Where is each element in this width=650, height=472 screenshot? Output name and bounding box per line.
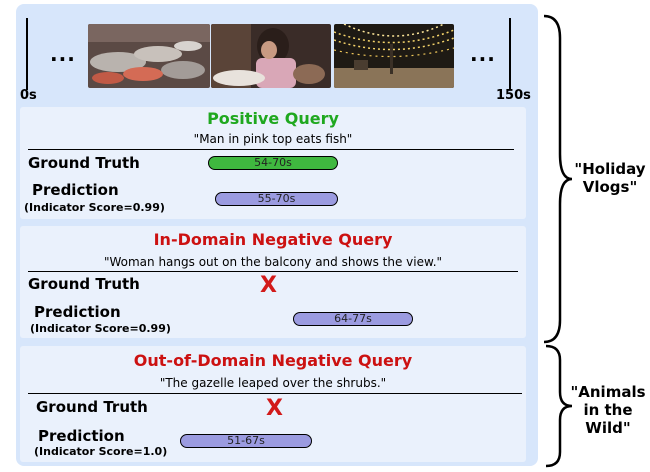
positive-query-title: Positive Query: [207, 109, 339, 128]
indicator-score-label: (Indicator Score=0.99): [30, 322, 171, 335]
divider: [28, 149, 514, 150]
no-ground-truth-x-icon: X: [260, 273, 277, 298]
timeline-ellipsis-right: ...: [470, 42, 496, 66]
holiday-vlogs-brace: [543, 14, 573, 344]
ground-truth-label: Ground Truth: [28, 154, 140, 172]
person-eating-frame: [211, 24, 331, 88]
divider: [28, 271, 518, 272]
timeline-ellipsis-left: ...: [50, 42, 76, 66]
prediction-label: Prediction: [32, 181, 119, 199]
divider: [28, 393, 522, 394]
timeline-end-label: 150s: [496, 88, 531, 103]
positive-query-section: Positive Query "Man in pink top eats fis…: [20, 107, 526, 219]
indicator-score-label: (Indicator Score=1.0): [34, 445, 168, 458]
string-lights-frame: [334, 24, 454, 88]
in-domain-negative-title: In-Domain Negative Query: [153, 230, 393, 249]
prediction-segment: 64-77s: [293, 312, 413, 326]
out-of-domain-negative-title: Out-of-Domain Negative Query: [133, 351, 413, 370]
seafood-market-frame: [88, 24, 210, 88]
positive-query-text: "Man in pink top eats fish": [193, 132, 353, 146]
animals-in-the-wild-label: "Animals in the Wild": [570, 383, 646, 437]
out-of-domain-negative-section: Out-of-Domain Negative Query "The gazell…: [20, 346, 526, 462]
prediction-segment: 55-70s: [215, 192, 338, 206]
no-ground-truth-x-icon: X: [266, 396, 283, 421]
prediction-segment: 51-67s: [180, 434, 312, 448]
holiday-vlogs-label: "Holiday Vlogs": [574, 160, 646, 196]
timeline-end-marker: [509, 18, 511, 90]
ground-truth-label: Ground Truth: [36, 398, 148, 416]
timeline-start-label: 0s: [20, 88, 37, 103]
ground-truth-label: Ground Truth: [28, 275, 140, 293]
ground-truth-segment: 54-70s: [208, 156, 338, 170]
prediction-label: Prediction: [34, 303, 121, 321]
indicator-score-label: (Indicator Score=0.99): [24, 201, 165, 214]
out-of-domain-negative-query-text: "The gazelle leaped over the shrubs.": [159, 376, 387, 390]
in-domain-negative-query-text: "Woman hangs out on the balcony and show…: [103, 255, 443, 269]
animals-in-the-wild-brace: [545, 344, 573, 468]
timeline-start-marker: [26, 18, 28, 90]
in-domain-negative-section: In-Domain Negative Query "Woman hangs ou…: [20, 226, 526, 338]
prediction-label: Prediction: [38, 427, 125, 445]
